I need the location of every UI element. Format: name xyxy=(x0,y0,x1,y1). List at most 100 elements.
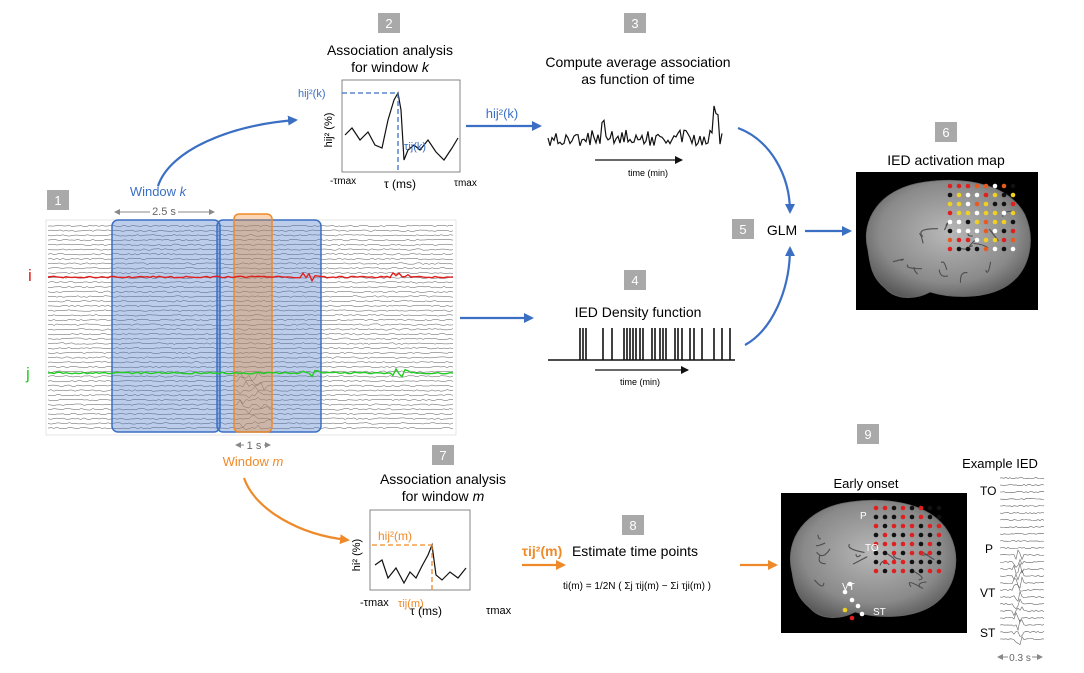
example-ied: Example IED TO P VT ST 0.3 s xyxy=(962,456,1045,664)
step-badge-4: 4 xyxy=(624,270,646,290)
step-badge-8: 8 xyxy=(622,515,644,535)
electrode-dot xyxy=(1010,237,1016,243)
step3-title-line1: Compute average association xyxy=(545,54,730,70)
electrode-dot xyxy=(873,514,879,520)
electrode-dot xyxy=(927,514,933,520)
electrode-dot xyxy=(947,237,953,243)
step-number-2: 2 xyxy=(385,16,392,31)
electrode-dot xyxy=(956,228,962,234)
gyrus-line xyxy=(913,266,919,275)
electrode-dot xyxy=(859,611,865,617)
electrode-dot xyxy=(909,568,915,574)
electrode-dot xyxy=(891,550,897,556)
electrode-dot xyxy=(956,201,962,207)
electrode-dot xyxy=(927,559,933,565)
electrode-dot xyxy=(842,607,848,613)
eeg-trace xyxy=(47,239,454,242)
electrode-dot xyxy=(891,523,897,529)
electrode-dot xyxy=(936,559,942,565)
electrode-dot xyxy=(882,550,888,556)
example-ied-trace xyxy=(999,576,1045,589)
electrode-dot xyxy=(1001,192,1007,198)
gyrus-line xyxy=(938,269,949,277)
ied-spikes xyxy=(579,328,731,360)
eeg-trace xyxy=(47,399,454,409)
electrode-dot xyxy=(947,183,953,189)
step-number-3: 3 xyxy=(631,16,638,31)
window-m-label: Window m xyxy=(223,454,284,469)
electrode-dot xyxy=(936,523,942,529)
electrode-dot xyxy=(992,183,998,189)
electrode-dot xyxy=(918,523,924,529)
electrode-dot xyxy=(918,559,924,565)
gyrus-line xyxy=(920,228,938,238)
electrode-dot xyxy=(992,210,998,216)
brain-electrodes xyxy=(947,183,1016,252)
step-number-9: 9 xyxy=(864,427,871,442)
example-ied-trace xyxy=(999,611,1045,623)
electrode-dot xyxy=(927,505,933,511)
example-ied-trace xyxy=(999,497,1045,501)
electrode-dot xyxy=(965,219,971,225)
electrode-dot xyxy=(983,246,989,252)
electrode-dot xyxy=(974,201,980,207)
eeg-trace xyxy=(47,337,454,340)
assoc-m-plot: hij²(m) τij(m) hi² (%) τ (ms) -τmax τmax xyxy=(351,509,512,618)
step-number-5: 5 xyxy=(739,222,746,237)
ied-time-label: time (min) xyxy=(620,377,660,387)
electrode-dot xyxy=(909,523,915,529)
electrode-dot xyxy=(873,532,879,538)
eeg-trace xyxy=(48,406,454,415)
example-ied-traces xyxy=(999,476,1045,646)
electrode-dot xyxy=(918,541,924,547)
region-label-to: TO xyxy=(865,543,879,554)
gyrus-line xyxy=(912,570,923,581)
eeg-trace xyxy=(47,314,454,317)
electrode-dot xyxy=(992,192,998,198)
eeg-trace xyxy=(47,243,454,246)
electrode-dot xyxy=(1001,201,1007,207)
electrode-dot xyxy=(983,237,989,243)
electrode-dot xyxy=(900,505,906,511)
electrode-dot xyxy=(891,505,897,511)
example-ied-trace xyxy=(1000,491,1045,494)
electrode-dot xyxy=(983,201,989,207)
step-badge-2: 2 xyxy=(378,13,400,33)
example-ied-label-p: P xyxy=(985,542,993,556)
electrode-dot xyxy=(882,514,888,520)
gyrus-line xyxy=(967,232,973,237)
example-ied-trace xyxy=(999,519,1045,522)
example-ied-trace xyxy=(999,476,1045,480)
electrode-dot xyxy=(909,559,915,565)
avg-assoc-curve xyxy=(547,105,723,147)
electrode-dot xyxy=(974,228,980,234)
assoc-m-y-axis: hi² (%) xyxy=(351,539,363,571)
electrode-dot xyxy=(983,210,989,216)
channel-i-trace xyxy=(47,271,454,283)
electrode-dot xyxy=(936,505,942,511)
gyrus-line xyxy=(969,239,976,248)
electrode-dot xyxy=(918,514,924,520)
electrode-dot xyxy=(1001,228,1007,234)
step-number-7: 7 xyxy=(439,448,446,463)
example-ied-trace xyxy=(999,546,1045,550)
gyrus-line xyxy=(959,272,968,283)
eeg-trace xyxy=(47,253,454,256)
eeg-trace xyxy=(47,257,454,260)
electrode-dot xyxy=(1010,228,1016,234)
example-ied-trace xyxy=(999,563,1045,574)
eeg-trace xyxy=(47,295,454,298)
electrode-dot xyxy=(992,219,998,225)
electrode-dot xyxy=(891,568,897,574)
electrode-dot xyxy=(974,210,980,216)
electrode-dot xyxy=(918,550,924,556)
electrode-dot xyxy=(1010,219,1016,225)
eeg-trace xyxy=(48,271,454,275)
electrode-dot xyxy=(900,559,906,565)
example-ied-trace xyxy=(999,590,1045,602)
electrode-dot xyxy=(891,559,897,565)
example-ied-label-vt: VT xyxy=(980,586,996,600)
gyrus-line xyxy=(817,534,821,540)
step-badge-1: 1 xyxy=(47,190,69,210)
gyrus-line xyxy=(852,556,868,565)
